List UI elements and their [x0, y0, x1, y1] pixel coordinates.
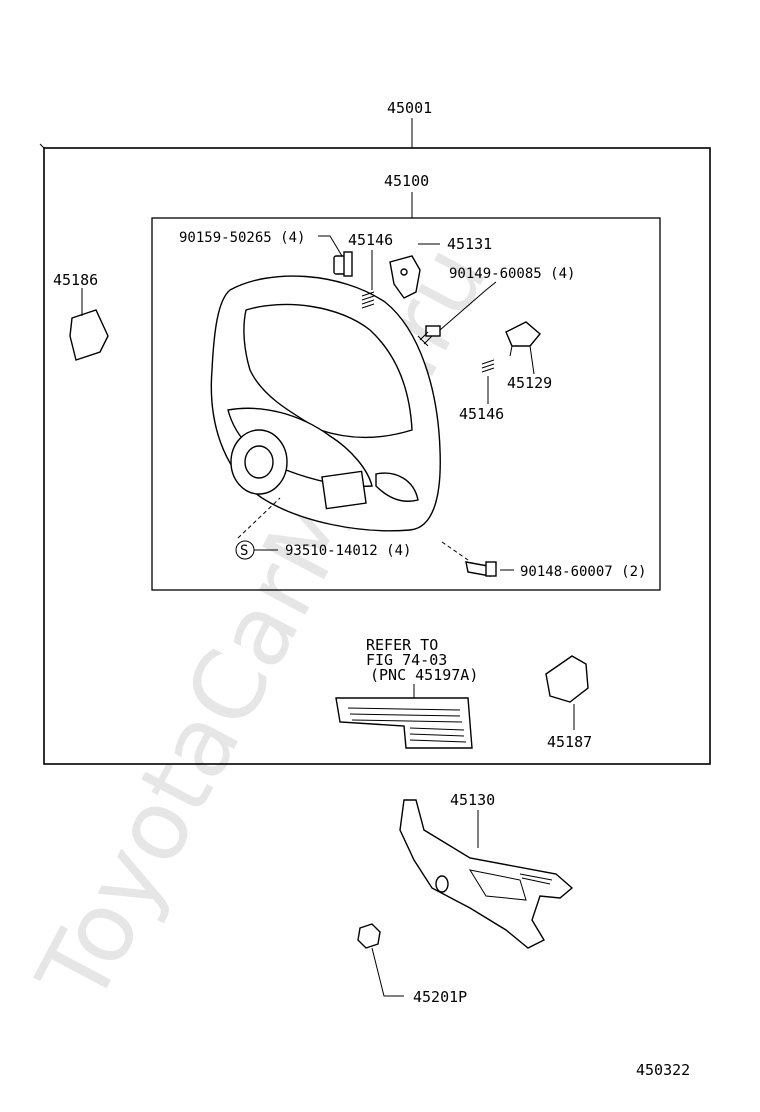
label-45129: 45129 [507, 374, 552, 392]
nut-icon [357, 923, 381, 949]
label-90149-60085: 90149-60085 (4) [449, 266, 575, 282]
label-45131: 45131 [447, 235, 492, 253]
spring-icon [361, 291, 375, 309]
label-45146-bottom: 45146 [459, 405, 504, 423]
bolt-icon [333, 251, 353, 277]
refer-line-2: FIG 74-03 [366, 651, 447, 669]
emblem-plate-icon [335, 697, 473, 749]
clip-icon [69, 309, 109, 361]
column-cover-icon [399, 799, 574, 949]
cover-icon [545, 655, 589, 703]
steering-wheel [210, 275, 441, 532]
screw-icon [417, 325, 441, 347]
spring-icon [481, 359, 495, 373]
label-45186: 45186 [53, 271, 98, 289]
label-45187: 45187 [547, 733, 592, 751]
bracket-icon [389, 255, 421, 299]
wheel-frame [151, 217, 661, 591]
label-45146-top: 45146 [348, 231, 393, 249]
bolt-icon [465, 561, 497, 577]
label-45100: 45100 [384, 172, 429, 190]
refer-line-1: REFER TO [366, 636, 438, 654]
label-90159-50265: 90159-50265 (4) [179, 230, 305, 246]
s-mark: S [240, 543, 248, 559]
label-45130: 45130 [450, 791, 495, 809]
label-45201P: 45201P [413, 988, 467, 1006]
bracket-icon [505, 321, 541, 357]
label-45001: 45001 [387, 99, 432, 117]
diagram-id: 450322 [636, 1061, 690, 1079]
refer-line-3: (PNC 45197A) [370, 666, 478, 684]
label-93510-14012: 93510-14012 (4) [285, 543, 411, 559]
label-90148-60007: 90148-60007 (2) [520, 564, 646, 580]
assembly-frame [43, 147, 711, 765]
